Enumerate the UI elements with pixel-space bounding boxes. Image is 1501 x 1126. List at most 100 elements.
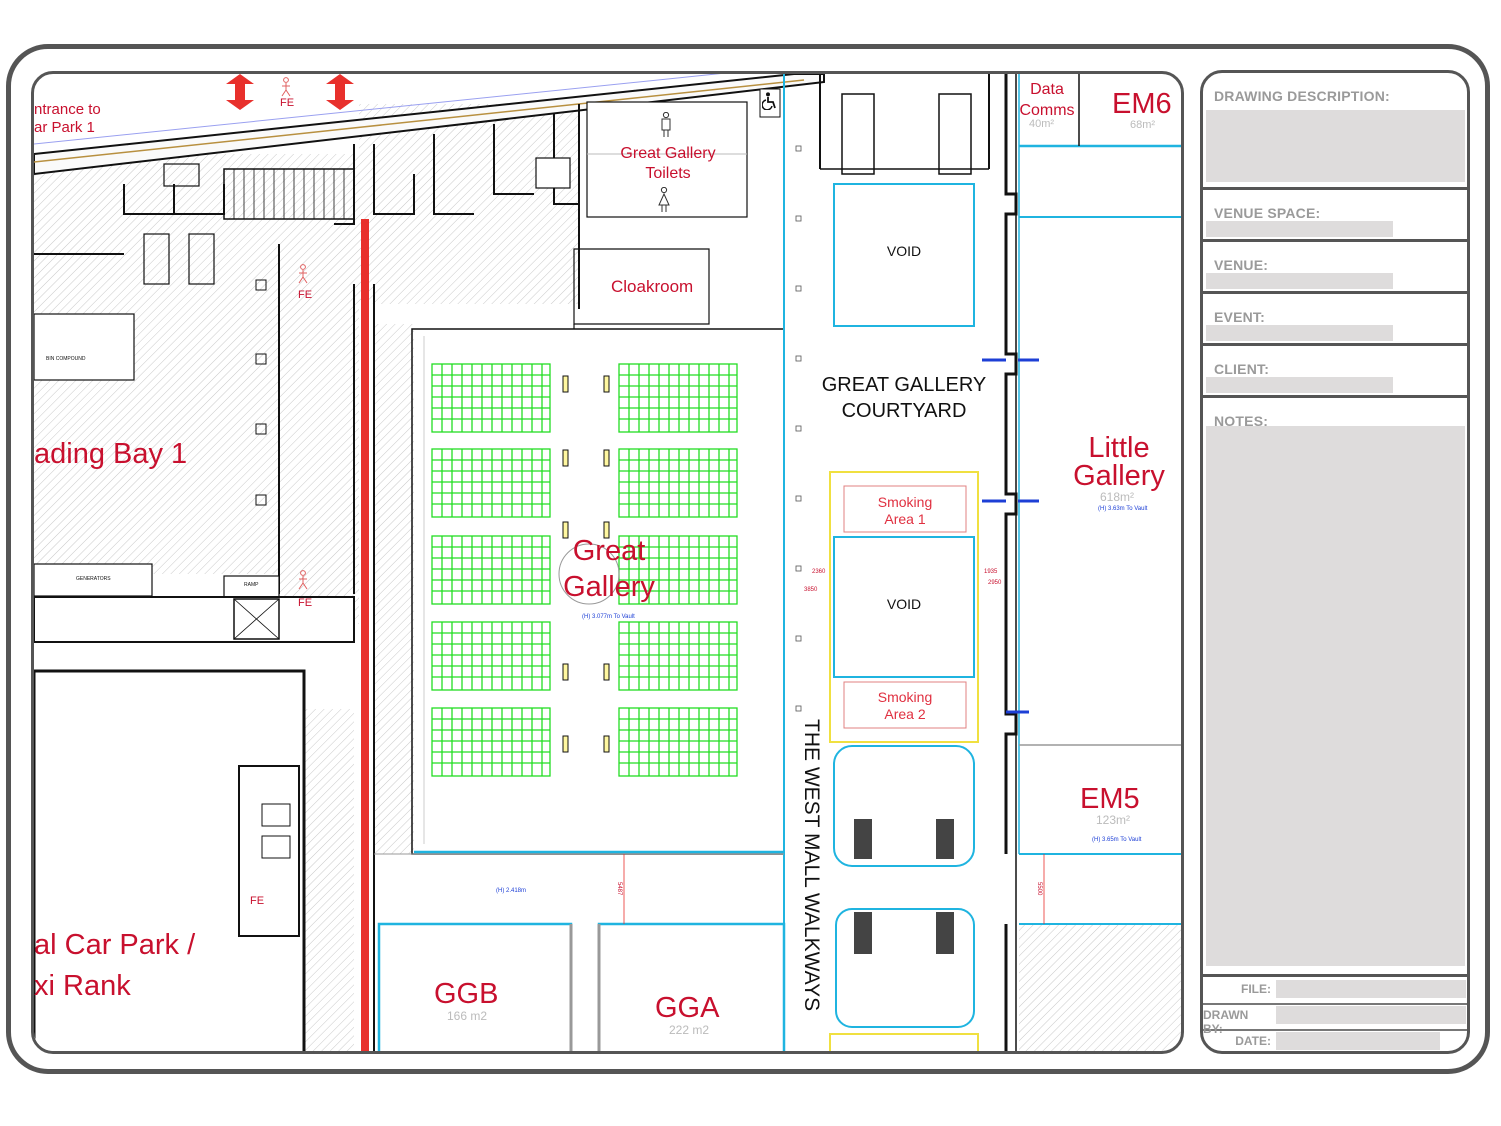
drawn-by-row: DRAWN BY: xyxy=(1203,1003,1467,1036)
venue-space-field[interactable] xyxy=(1206,221,1393,237)
seating-layout xyxy=(431,363,738,777)
fire-exit-label: FE xyxy=(298,597,313,609)
smoking-area-1-label: Smoking Area 1 xyxy=(844,494,966,528)
event-field[interactable] xyxy=(1206,325,1393,341)
dimension-label: 2950 xyxy=(988,580,1002,586)
loading-bay-label: ading Bay 1 xyxy=(34,438,188,470)
smoking-zone xyxy=(829,471,979,743)
venue-field[interactable] xyxy=(1206,273,1393,289)
service-corridor-hatch xyxy=(279,154,359,624)
venue-section: VENUE: xyxy=(1203,242,1467,294)
smoking-2-line-2: Area 2 xyxy=(884,706,926,722)
void-label: VOID xyxy=(886,243,922,259)
east-structural-wall xyxy=(1004,74,1018,854)
seating-block xyxy=(431,707,551,777)
seating-block xyxy=(618,707,738,777)
client-field[interactable] xyxy=(1206,377,1393,393)
smoking-zone-lower xyxy=(829,1033,979,1051)
notes-label: NOTES: xyxy=(1214,413,1269,429)
entrance-line-1: ntrance to xyxy=(34,101,101,118)
female-toilet-icon xyxy=(657,187,671,213)
data-comms-line-1: Data xyxy=(1030,81,1064,98)
lift-car xyxy=(261,835,291,859)
dimension-label: 2360 xyxy=(812,569,826,575)
date-field[interactable] xyxy=(1276,1032,1440,1050)
smoking-area-2-label: Smoking Area 2 xyxy=(844,689,966,723)
dimension-label: 5500 xyxy=(1036,882,1042,896)
great-gallery-line-2: Gallery xyxy=(563,571,655,603)
seating-block xyxy=(618,621,738,691)
floor-plan: ntrance to ar Park 1 FE FE FE FE Great G… xyxy=(31,71,1184,1054)
fire-exit-icon xyxy=(296,570,310,590)
smoking-1-line-1: Smoking xyxy=(877,494,933,510)
column xyxy=(255,279,267,291)
entrance-label: ntrance to ar Park 1 xyxy=(34,101,101,137)
gga-label: GGA xyxy=(655,992,720,1024)
little-gallery-area: 618m² xyxy=(1100,490,1135,504)
gallery-side-hatch xyxy=(374,324,414,854)
stair-zone-2 xyxy=(835,908,975,1028)
north-stair xyxy=(841,93,875,175)
floor-plan-drawing xyxy=(34,74,1181,1051)
file-row: FILE: xyxy=(1203,977,1467,1005)
column xyxy=(255,423,267,435)
bin-compound-label: BIN COMPOUND xyxy=(46,356,86,362)
great-gallery-line-1: Great xyxy=(572,535,646,567)
fire-exit-icon xyxy=(296,264,310,284)
file-field[interactable] xyxy=(1276,980,1466,998)
data-comms-line-2: Comms xyxy=(1019,102,1075,119)
dimension-label: 5487 xyxy=(616,882,622,896)
client-label: CLIENT: xyxy=(1214,361,1270,377)
entrance-line-2: ar Park 1 xyxy=(34,119,95,136)
seating-block xyxy=(431,621,551,691)
seating-block xyxy=(618,448,738,518)
core-lifts xyxy=(238,765,300,937)
drawn-by-field[interactable] xyxy=(1276,1006,1466,1024)
lift-cross xyxy=(233,598,280,640)
smoking-2-line-1: Smoking xyxy=(877,689,933,705)
walkway-markers xyxy=(795,145,802,712)
back-of-house-walls xyxy=(334,114,579,225)
void-middle xyxy=(833,536,975,678)
drawing-description-section: DRAWING DESCRIPTION: xyxy=(1203,73,1467,190)
car-park-line-1: al Car Park / xyxy=(34,929,196,961)
title-block: DRAWING DESCRIPTION: VENUE SPACE: VENUE:… xyxy=(1200,70,1470,1054)
date-row: DATE: xyxy=(1203,1029,1467,1051)
notes-section: NOTES: xyxy=(1203,398,1467,977)
road-edge xyxy=(34,79,805,163)
generators-label: GENERATORS xyxy=(76,576,111,582)
drawing-description-label: DRAWING DESCRIPTION: xyxy=(1214,88,1390,104)
smoking-area-2 xyxy=(843,681,967,729)
blue-doors xyxy=(982,358,1039,714)
em6-label: EM6 xyxy=(1112,88,1172,120)
drawing-description-field[interactable] xyxy=(1206,110,1465,182)
courtyard-line-1: GREAT GALLERY xyxy=(821,374,987,396)
exit-arrow-icon xyxy=(226,74,254,110)
ramp-label: RAMP xyxy=(244,582,259,588)
void-top xyxy=(833,183,975,327)
car-park-line-2: xi Rank xyxy=(34,970,131,1002)
bin-compound xyxy=(34,313,135,381)
toilets-line-2: Toilets xyxy=(645,165,691,182)
stair-block xyxy=(163,163,200,187)
male-toilet-icon xyxy=(660,112,672,138)
great-gallery-toilets-label: Great Gallery Toilets xyxy=(588,144,748,184)
void-label: VOID xyxy=(886,596,922,612)
notes-field[interactable] xyxy=(1206,426,1465,966)
ggb-label: GGB xyxy=(434,978,499,1010)
corridor-height: (H) 2.418m xyxy=(496,888,527,894)
stair-zone-1 xyxy=(833,745,975,867)
exit-arrow-icon xyxy=(326,74,354,110)
main-stair-treads xyxy=(233,169,345,219)
em5-area: 123m² xyxy=(1096,813,1131,827)
event-label: EVENT: xyxy=(1214,309,1265,325)
fire-exit-label: FE xyxy=(250,895,265,907)
gallery-centre-circle xyxy=(558,543,620,605)
ggb-area: 166 m2 xyxy=(447,1009,488,1023)
loading-bay-column xyxy=(143,233,170,285)
red-corridor-line xyxy=(361,219,369,1051)
smoking-area-1 xyxy=(843,485,967,533)
em6-area: 68m² xyxy=(1130,119,1156,131)
em5-label: EM5 xyxy=(1080,783,1140,815)
courtyard-label: GREAT GALLERY COURTYARD xyxy=(804,372,1004,424)
